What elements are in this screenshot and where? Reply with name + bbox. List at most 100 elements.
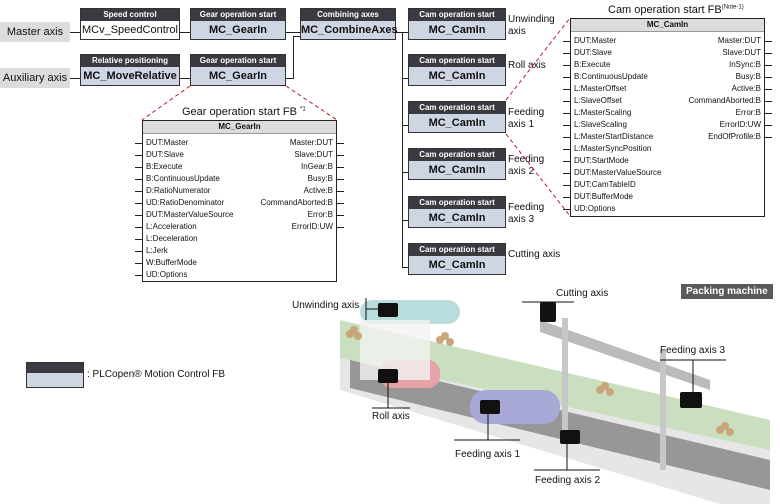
gear-aux-block[interactable]: Gear operation start MC_GearIn xyxy=(190,54,286,86)
block-header: Cam operation start xyxy=(409,9,505,21)
pin-line xyxy=(135,191,143,192)
frame-post xyxy=(660,350,666,470)
fb-input-pin: L:SlaveScaling xyxy=(574,120,627,129)
connector xyxy=(402,172,408,173)
pin-line xyxy=(563,89,571,90)
block-header: Cam operation start xyxy=(409,197,505,209)
speed-control-block[interactable]: Speed control MCv_SpeedControl xyxy=(80,8,180,40)
block-header: Gear operation start xyxy=(191,9,285,21)
fb-input-pin: DUT:CamTableID xyxy=(574,180,636,189)
pin-line xyxy=(135,167,143,168)
pin-line xyxy=(336,155,344,156)
fb-input-pin: DUT:MasterValueSource xyxy=(146,210,234,219)
pin-line xyxy=(336,191,344,192)
servo-motors xyxy=(378,302,702,444)
pin-line xyxy=(336,203,344,204)
connector xyxy=(402,78,408,79)
connector xyxy=(70,32,80,33)
packing-machine-badge: Packing machine xyxy=(681,284,773,299)
connector xyxy=(402,125,408,126)
block-header: Cam operation start xyxy=(409,55,505,67)
connector xyxy=(293,36,300,37)
pin-line xyxy=(135,215,143,216)
gear-master-block[interactable]: Gear operation start MC_GearIn xyxy=(190,8,286,40)
fb-output-pin: Busy:B xyxy=(735,72,761,81)
cam-fb-title: Cam operation start FB(Note-1) xyxy=(608,4,744,16)
fb-input-pin: L:MasterScaling xyxy=(574,108,632,117)
fb-output-pin: Master:DUT xyxy=(289,138,333,147)
connector xyxy=(180,78,190,79)
fb-input-pin: W:BufferMode xyxy=(146,258,197,267)
fb-input-pin: L:Acceleration xyxy=(146,222,197,231)
frame-rail xyxy=(540,320,710,390)
relative-positioning-block[interactable]: Relative positioning MC_MoveRelative xyxy=(80,54,180,86)
pin-line xyxy=(563,41,571,42)
fb-input-pin: B:Execute xyxy=(146,162,183,171)
pin-line xyxy=(135,239,143,240)
pin-line xyxy=(336,179,344,180)
feeding-axis-1-label: Feeding axis 1 xyxy=(455,449,521,460)
fb-output-pin: Slave:DUT xyxy=(722,48,761,57)
connector xyxy=(70,78,80,79)
roll-axis-label: Roll axis xyxy=(372,411,410,422)
fb-output-pin: CommandAborted:B xyxy=(260,198,333,207)
fb-input-pin: L:MasterSyncPosition xyxy=(574,144,652,153)
frame-post xyxy=(562,318,568,438)
legend-text: : PLCopen® Motion Control FB xyxy=(87,369,225,380)
motor-feed2 xyxy=(560,430,580,444)
fb-input-pin: D:RatioNumerator xyxy=(146,186,211,195)
fb-input-pin: DUT:MasterValueSource xyxy=(574,168,662,177)
fb-output-pin: CommandAborted:B xyxy=(688,96,761,105)
connector xyxy=(402,220,408,221)
fb-output-pin: Active:B xyxy=(731,84,761,93)
fb-input-pin: B:Execute xyxy=(574,60,611,69)
block-name: MC_CamIn xyxy=(409,21,505,39)
master-axis-label: Master axis xyxy=(0,22,70,42)
fb-input-pin: L:MasterStartDistance xyxy=(574,132,654,141)
pin-line xyxy=(135,143,143,144)
fb-input-pin: L:Jerk xyxy=(146,246,168,255)
cam-axis-label: Feeding axis 2 xyxy=(508,154,545,177)
pin-line xyxy=(764,77,772,78)
fb-output-pin: Error:B xyxy=(735,108,761,117)
block-header: Speed control xyxy=(81,9,179,21)
block-name: MC_CamIn xyxy=(409,114,505,132)
block-name: MC_GearIn xyxy=(191,67,285,85)
pin-line xyxy=(764,101,772,102)
pin-line xyxy=(764,89,772,90)
fb-output-pin: ErrorID:UW xyxy=(291,222,333,231)
motor-cutting xyxy=(540,302,556,322)
pin-line xyxy=(563,125,571,126)
pin-line xyxy=(764,41,772,42)
motor-unwinding xyxy=(378,303,398,317)
pin-line xyxy=(563,185,571,186)
motor-roll xyxy=(378,369,398,383)
connector xyxy=(402,32,408,33)
cam-axis-label: Feeding axis 3 xyxy=(508,202,545,225)
fb-output-pin: InSync:B xyxy=(728,60,761,69)
pin-line xyxy=(135,155,143,156)
feeding-axis-2-label: Feeding axis 2 xyxy=(535,475,601,486)
pin-line xyxy=(563,137,571,138)
pin-line xyxy=(563,197,571,198)
block-name: MC_CamIn xyxy=(409,67,505,85)
callout-line xyxy=(285,85,338,121)
callout-line xyxy=(505,17,571,101)
block-name: MCv_SpeedControl xyxy=(81,21,179,39)
fb-input-pin: B:ContinuousUpdate xyxy=(146,174,220,183)
pin-line xyxy=(135,275,143,276)
block-header: Cam operation start xyxy=(409,244,505,256)
fb-input-pin: DUT:StartMode xyxy=(574,156,629,165)
cam-fb-note: (Note-1) xyxy=(721,4,744,11)
block-header: Cam operation start xyxy=(409,149,505,161)
combine-axes-block[interactable]: Combining axes MC_CombineAxes xyxy=(300,8,398,40)
gear-fb-title: Gear operation start FB *1 xyxy=(182,106,306,118)
connector xyxy=(180,32,190,33)
